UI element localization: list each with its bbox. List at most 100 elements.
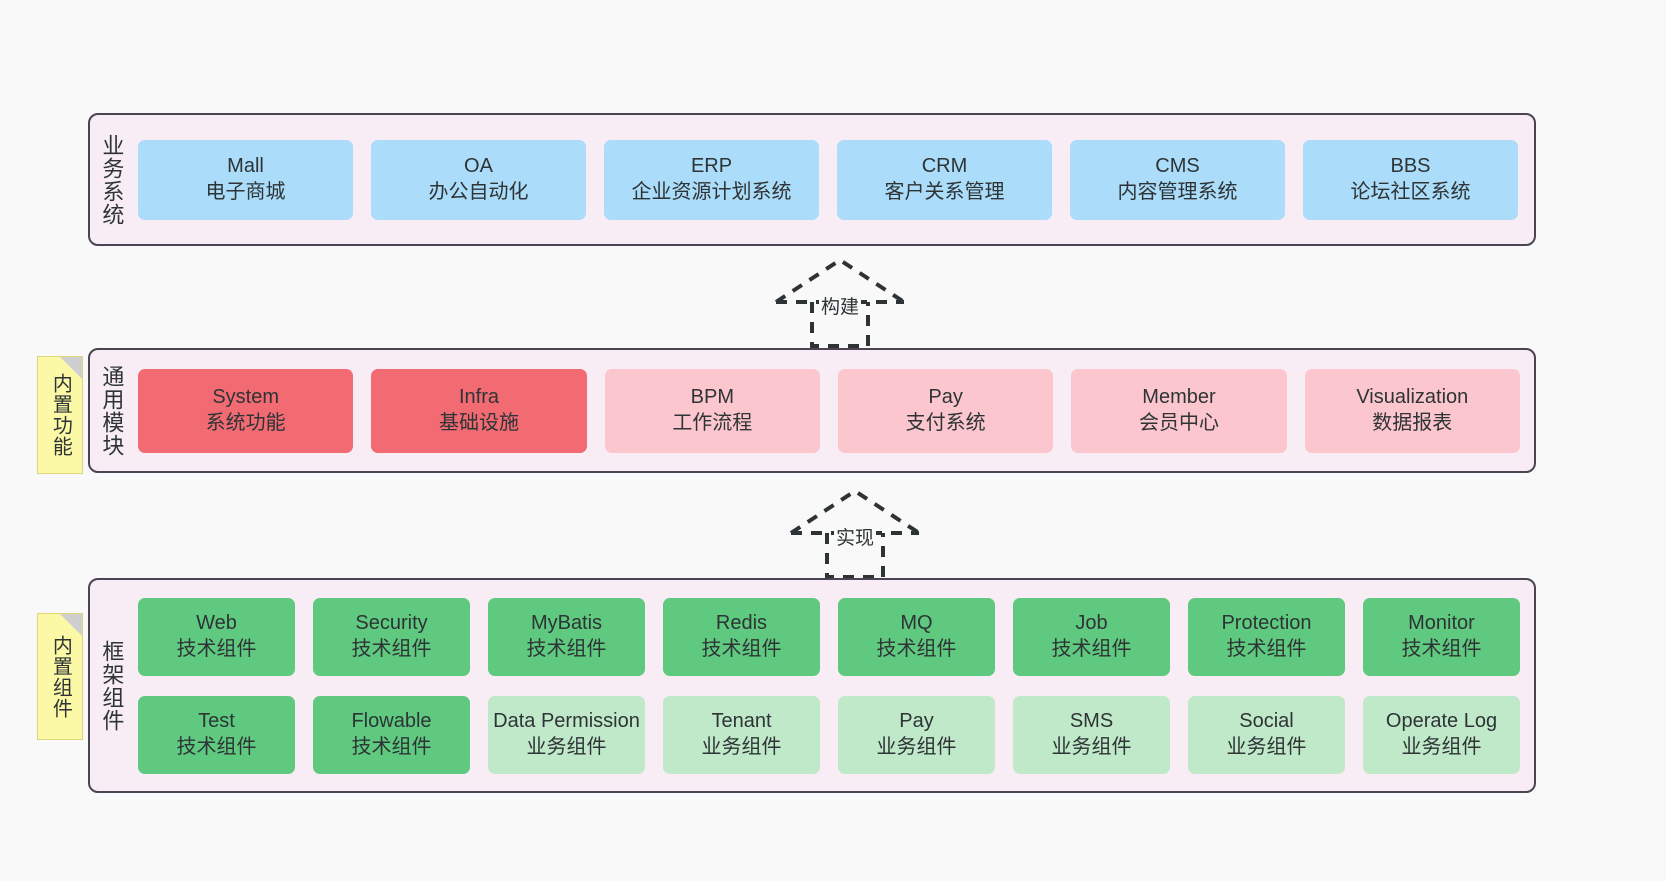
card-bbs[interactable]: BBS 论坛社区系统 — [1303, 139, 1518, 220]
connector-build: 构建 — [760, 256, 920, 350]
card-title: Visualization — [1356, 385, 1469, 408]
layer-business-systems: 业务系统 Mall 电子商城 OA 办公自动化 ERP 企业资源计划系统 CRM… — [88, 113, 1536, 246]
card-title: Protection — [1221, 611, 1312, 634]
card-job[interactable]: Job 技术组件 — [1013, 597, 1170, 676]
card-crm[interactable]: CRM 客户关系管理 — [837, 139, 1052, 220]
card-operate-log[interactable]: Operate Log 业务组件 — [1363, 695, 1520, 774]
sticky-note-label: 内置功能 — [49, 373, 72, 457]
card-title: BPM — [690, 385, 734, 408]
card-title: Monitor — [1408, 611, 1475, 634]
layer-body-common: System 系统功能 Infra 基础设施 BPM 工作流程 Pay 支付系统… — [132, 350, 1534, 471]
card-web[interactable]: Web 技术组件 — [138, 597, 295, 676]
card-title: CRM — [921, 154, 968, 177]
card-security[interactable]: Security 技术组件 — [313, 597, 470, 676]
card-oa[interactable]: OA 办公自动化 — [371, 139, 586, 220]
card-tenant[interactable]: Tenant 业务组件 — [663, 695, 820, 774]
card-subtitle: 论坛社区系统 — [1350, 180, 1471, 203]
row-common-modules: System 系统功能 Infra 基础设施 BPM 工作流程 Pay 支付系统… — [138, 368, 1520, 453]
card-protection[interactable]: Protection 技术组件 — [1188, 597, 1345, 676]
card-social[interactable]: Social 业务组件 — [1188, 695, 1345, 774]
card-subtitle: 企业资源计划系统 — [631, 180, 792, 203]
card-system[interactable]: System 系统功能 — [138, 368, 354, 453]
card-subtitle: 会员中心 — [1138, 411, 1219, 434]
card-visualization[interactable]: Visualization 数据报表 — [1304, 368, 1520, 453]
connector-realize: 实现 — [775, 487, 935, 581]
card-redis[interactable]: Redis 技术组件 — [663, 597, 820, 676]
card-title: Infra — [458, 385, 499, 408]
card-subtitle: 电子商城 — [205, 180, 286, 203]
card-mybatis[interactable]: MyBatis 技术组件 — [488, 597, 645, 676]
card-title: Pay — [899, 709, 934, 732]
connector-stem — [810, 302, 870, 348]
card-subtitle: 办公自动化 — [428, 180, 529, 203]
card-title: Web — [196, 611, 237, 634]
layer-common-modules: 通用模块 System 系统功能 Infra 基础设施 BPM 工作流程 Pay… — [88, 348, 1536, 473]
card-title: MQ — [900, 611, 933, 634]
card-subtitle: 业务组件 — [1226, 735, 1307, 758]
card-title: Data Permission — [493, 709, 640, 732]
card-subtitle: 技术组件 — [351, 735, 432, 758]
sticky-note-builtin-component: 内置组件 — [37, 613, 83, 740]
card-title: Security — [355, 611, 428, 634]
card-monitor[interactable]: Monitor 技术组件 — [1363, 597, 1520, 676]
card-pay-module[interactable]: Pay 支付系统 — [837, 368, 1054, 453]
card-mq[interactable]: MQ 技术组件 — [838, 597, 995, 676]
card-title: Redis — [715, 611, 768, 634]
row-tech-components: Web 技术组件 Security 技术组件 MyBatis 技术组件 Redi… — [138, 597, 1520, 676]
card-title: BBS — [1390, 154, 1431, 177]
card-title: Tenant — [711, 709, 772, 732]
connector-stem — [825, 533, 885, 579]
card-mall[interactable]: Mall 电子商城 — [138, 139, 353, 220]
fold-corner-icon — [60, 357, 82, 379]
row-business-components: Test 技术组件 Flowable 技术组件 Data Permission … — [138, 695, 1520, 774]
layer-body-business: Mall 电子商城 OA 办公自动化 ERP 企业资源计划系统 CRM 客户关系… — [132, 115, 1534, 244]
card-subtitle: 技术组件 — [526, 637, 607, 660]
layer-body-framework: Web 技术组件 Security 技术组件 MyBatis 技术组件 Redi… — [132, 580, 1534, 791]
card-title: CMS — [1155, 154, 1200, 177]
card-sms[interactable]: SMS 业务组件 — [1013, 695, 1170, 774]
card-bpm[interactable]: BPM 工作流程 — [604, 368, 820, 453]
card-title: Operate Log — [1385, 709, 1498, 732]
card-member[interactable]: Member 会员中心 — [1071, 368, 1287, 453]
row-business-systems: Mall 电子商城 OA 办公自动化 ERP 企业资源计划系统 CRM 客户关系… — [138, 139, 1518, 220]
card-subtitle: 业务组件 — [1051, 735, 1132, 758]
arrowhead-hollow — [774, 257, 906, 304]
card-title: Mall — [227, 154, 264, 177]
card-flowable[interactable]: Flowable 技术组件 — [313, 695, 470, 774]
card-subtitle: 基础设施 — [438, 411, 519, 434]
sticky-note-label: 内置组件 — [49, 634, 72, 719]
card-erp[interactable]: ERP 企业资源计划系统 — [604, 139, 819, 220]
layer-framework-components: 框架组件 Web 技术组件 Security 技术组件 MyBatis 技术组件… — [88, 578, 1536, 793]
card-cms[interactable]: CMS 内容管理系统 — [1070, 139, 1285, 220]
card-subtitle: 数据报表 — [1372, 411, 1453, 434]
card-subtitle: 技术组件 — [1226, 637, 1307, 660]
card-title: SMS — [1069, 709, 1114, 732]
card-subtitle: 客户关系管理 — [884, 180, 1005, 203]
layer-title-framework: 框架组件 — [99, 639, 125, 732]
card-subtitle: 技术组件 — [876, 637, 957, 660]
connector-label-realize: 实现 — [833, 523, 877, 550]
card-title: OA — [464, 154, 493, 177]
card-subtitle: 工作流程 — [672, 411, 753, 434]
card-title: Pay — [928, 385, 963, 408]
card-title: Social — [1239, 709, 1294, 732]
card-title: Test — [198, 709, 235, 732]
card-subtitle: 技术组件 — [176, 637, 257, 660]
card-subtitle: 技术组件 — [351, 637, 432, 660]
card-subtitle: 业务组件 — [876, 735, 957, 758]
card-infra[interactable]: Infra 基础设施 — [371, 368, 587, 453]
layer-title-business: 业务系统 — [99, 133, 125, 226]
card-title: System — [212, 385, 279, 408]
card-title: Member — [1142, 385, 1216, 408]
card-subtitle: 技术组件 — [701, 637, 782, 660]
card-subtitle: 技术组件 — [1051, 637, 1132, 660]
layer-title-common: 通用模块 — [99, 364, 125, 457]
card-pay-component[interactable]: Pay 业务组件 — [838, 695, 995, 774]
card-subtitle: 技术组件 — [176, 735, 257, 758]
card-subtitle: 业务组件 — [526, 735, 607, 758]
card-data-permission[interactable]: Data Permission 业务组件 — [488, 695, 645, 774]
card-test[interactable]: Test 技术组件 — [138, 695, 295, 774]
card-subtitle: 系统功能 — [205, 411, 286, 434]
sticky-note-builtin-function: 内置功能 — [37, 356, 83, 474]
card-title: MyBatis — [530, 611, 603, 634]
